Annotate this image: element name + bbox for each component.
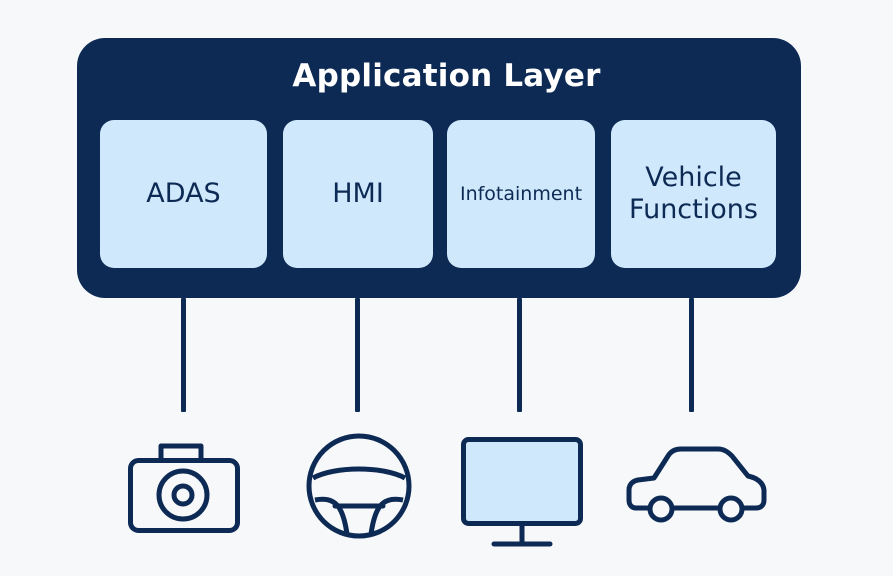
module-hmi: HMI [283,120,433,268]
module-adas-label: ADAS [146,177,221,209]
module-vehicle-functions: Vehicle Functions [611,120,776,268]
module-infotainment: Infotainment [447,120,595,268]
application-layer-title: Application Layer [292,58,601,94]
connector-vehicle-functions [689,298,694,412]
module-vehicle-functions-label: Vehicle Functions [629,161,758,225]
car-icon [626,446,767,523]
module-infotainment-label: Infotainment [459,182,583,205]
connector-infotainment [517,298,522,412]
connector-adas [181,298,186,412]
module-hmi-label: HMI [332,177,384,209]
connector-hmi [355,298,360,412]
module-adas: ADAS [100,120,267,268]
camera-icon [128,443,240,533]
monitor-icon [461,437,583,547]
steering-wheel-icon [306,433,412,539]
